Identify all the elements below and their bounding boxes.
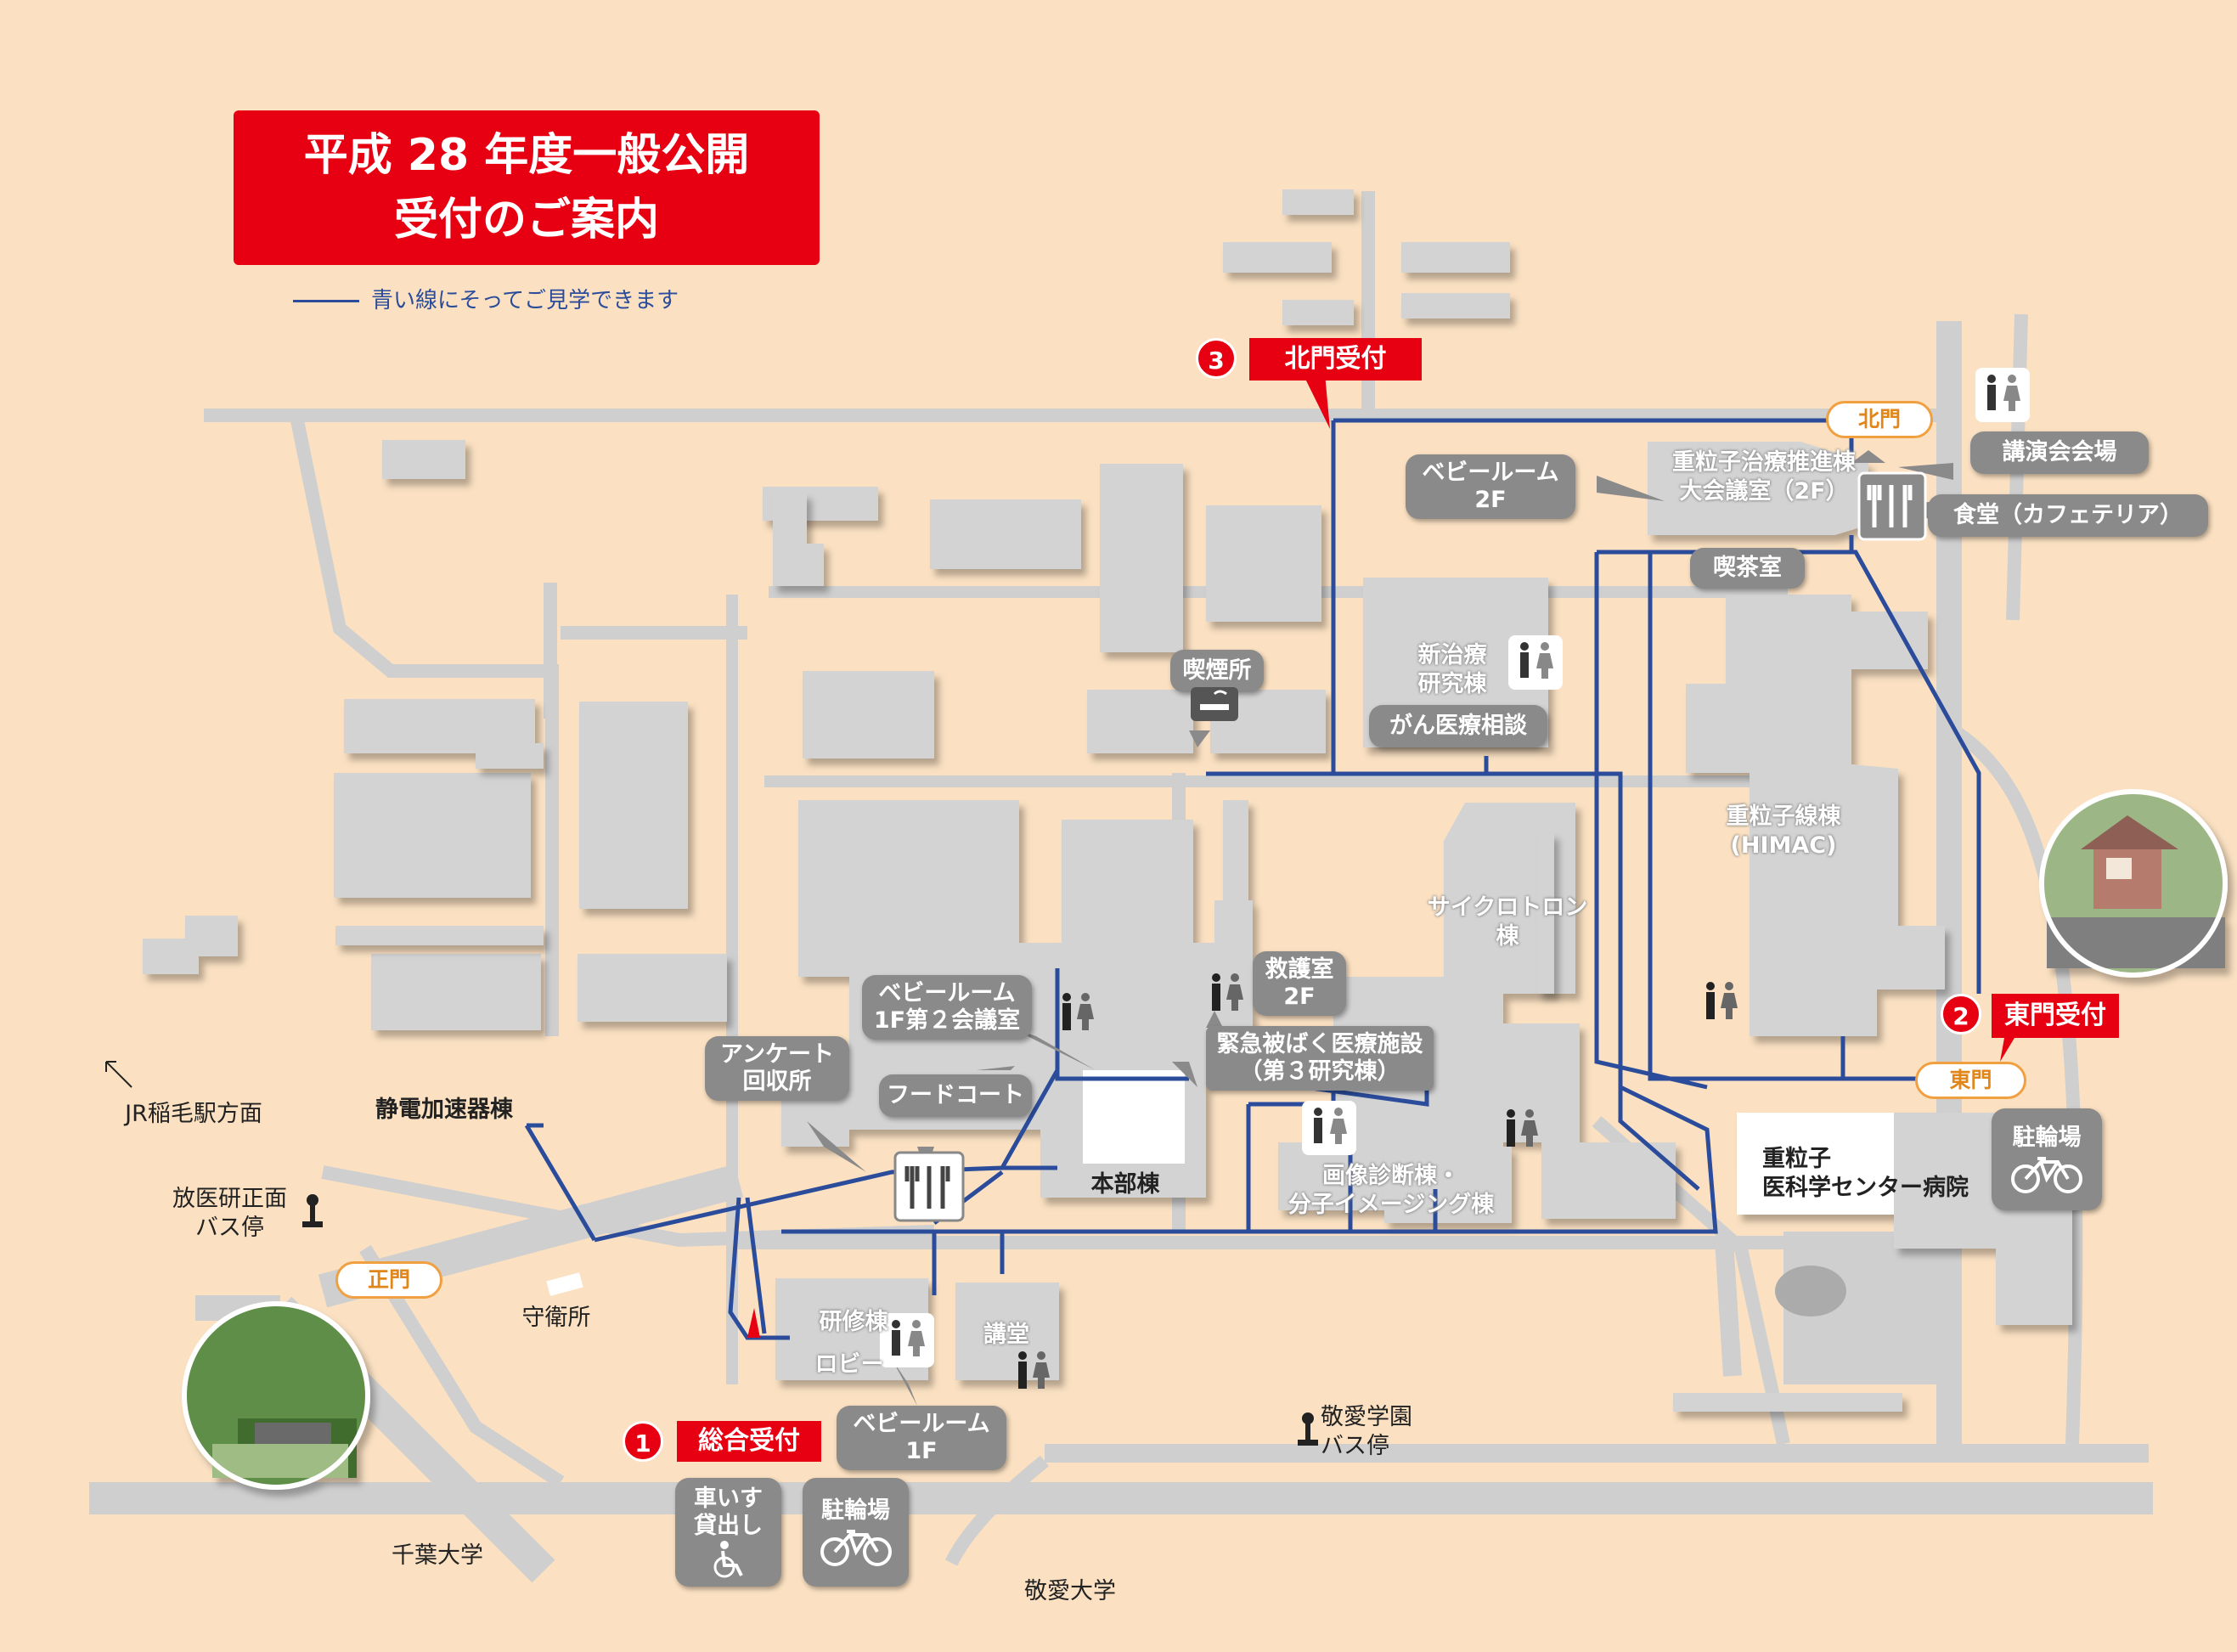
pond <box>1775 1266 1846 1317</box>
photo-main <box>182 1301 370 1490</box>
tag-bicycle-east: 駐輪場 <box>1992 1108 2102 1210</box>
tag-first-aid: 救護室 2F <box>1253 951 1346 1016</box>
tag-tea-room: 喫茶室 <box>1690 548 1805 589</box>
label-auditorium: 講堂 <box>983 1322 1029 1348</box>
label-bus-stop-main: 放医研正面 バス停 <box>172 1186 287 1241</box>
gate-east: 東門 <box>1915 1062 2026 1099</box>
tag-smoking: 喫煙所 <box>1170 650 1264 692</box>
label-static-accel: 静電加速器棟 <box>375 1097 513 1123</box>
label-heavy-ion-promo: 重粒子治療推進棟 大会議室（2F） <box>1672 449 1856 505</box>
reception-1-number: 1 <box>623 1421 663 1462</box>
tag-baby-room-1f-conf: ベビールーム 1F第２会議室 <box>862 975 1032 1040</box>
bicycle-east-label: 駐輪場 <box>2012 1124 2082 1151</box>
restroom-icon <box>1975 367 2031 423</box>
bicycle-south-label: 駐輪場 <box>821 1497 890 1524</box>
food-court-dining-icon <box>893 1151 965 1222</box>
gate-north: 北門 <box>1826 401 1933 438</box>
buildings <box>143 189 1945 1412</box>
reception-3-label[interactable]: 北門受付 <box>1249 338 1422 381</box>
label-main-building: 本部棟 <box>1090 1171 1160 1198</box>
label-chiba-univ: 千葉大学 <box>392 1542 483 1569</box>
label-keiai-univ: 敬愛大学 <box>1024 1578 1116 1604</box>
bicycle-icon <box>2011 1157 2082 1194</box>
restroom-icon <box>1507 634 1564 691</box>
photo-east <box>2039 789 2228 978</box>
label-hospital: 重粒子 医科学センター病院 <box>1762 1146 1969 1201</box>
tag-baby-room-1f: ベビールーム 1F <box>837 1406 1006 1470</box>
label-training: 研修棟 <box>819 1309 888 1335</box>
map-title: 平成 28 年度一般公開 受付のご案内 <box>234 110 820 265</box>
restroom-icon <box>1204 973 1247 1018</box>
bus-stop-icons <box>302 1194 1318 1446</box>
restroom-icon <box>1699 981 1741 1027</box>
tag-bicycle-south: 駐輪場 <box>803 1478 909 1587</box>
route-lines <box>524 418 1981 1340</box>
label-bus-stop-keiai: 敬愛学園 バス停 <box>1321 1404 1412 1459</box>
tag-lecture-hall: 講演会会場 <box>1970 431 2149 474</box>
reception-1-label[interactable]: 総合受付 <box>677 1421 821 1462</box>
tag-wheelchair: 車いす 貸出し <box>675 1478 781 1587</box>
reception-3-number: 3 <box>1196 338 1237 379</box>
jr-arrow-icon <box>105 1061 132 1088</box>
dining-icon <box>1857 471 1927 541</box>
wheelchair-label: 車いす 貸出し <box>694 1485 763 1539</box>
restroom-icon <box>1011 1350 1053 1396</box>
courtyard <box>1083 1070 1185 1164</box>
building-shapes-2 <box>335 493 2072 1325</box>
label-guard: 守衛所 <box>521 1305 591 1331</box>
tag-food-court: フードコート <box>879 1074 1032 1117</box>
legend: 青い線にそってご見学できます <box>293 283 679 314</box>
title-line-2: 受付のご案内 <box>393 195 659 245</box>
smoking-icon <box>1168 668 1261 724</box>
label-cyclotron: サイクロトロン 棟 <box>1427 894 1588 950</box>
route-line-icon <box>293 300 359 302</box>
reception-2-number: 2 <box>1941 994 1981 1035</box>
reception-2-label[interactable]: 東門受付 <box>1992 994 2119 1038</box>
tag-cancer-consult: がん医療相談 <box>1369 705 1547 747</box>
tag-cafeteria: 食堂（カフェテリア） <box>1928 494 2208 537</box>
title-line-1: 平成 28 年度一般公開 <box>303 130 750 181</box>
restroom-icon <box>879 1312 935 1368</box>
bicycle-icon <box>820 1530 892 1567</box>
label-imaging: 画像診断棟・ 分子イメージング棟 <box>1288 1163 1495 1218</box>
label-new-therapy: 新治療 研究棟 <box>1417 642 1487 697</box>
restroom-icon <box>1301 1100 1357 1156</box>
wheelchair-icon <box>713 1541 743 1578</box>
legend-text: 青い線にそってご見学できます <box>371 288 679 313</box>
label-lobby: ロビー <box>814 1351 884 1378</box>
restroom-icon <box>1055 992 1097 1038</box>
tag-emergency: 緊急被ばく医療施設 （第３研究棟） <box>1206 1026 1434 1091</box>
label-himac: 重粒子線棟 (HIMAC) <box>1726 803 1841 859</box>
restroom-icon <box>1499 1108 1541 1154</box>
tag-baby-room-2f: ベビールーム 2F <box>1406 454 1575 519</box>
gate-main: 正門 <box>335 1261 442 1299</box>
label-jr-station: JR稲毛駅方面 <box>125 1101 262 1127</box>
tag-survey: アンケート 回収所 <box>705 1036 849 1101</box>
